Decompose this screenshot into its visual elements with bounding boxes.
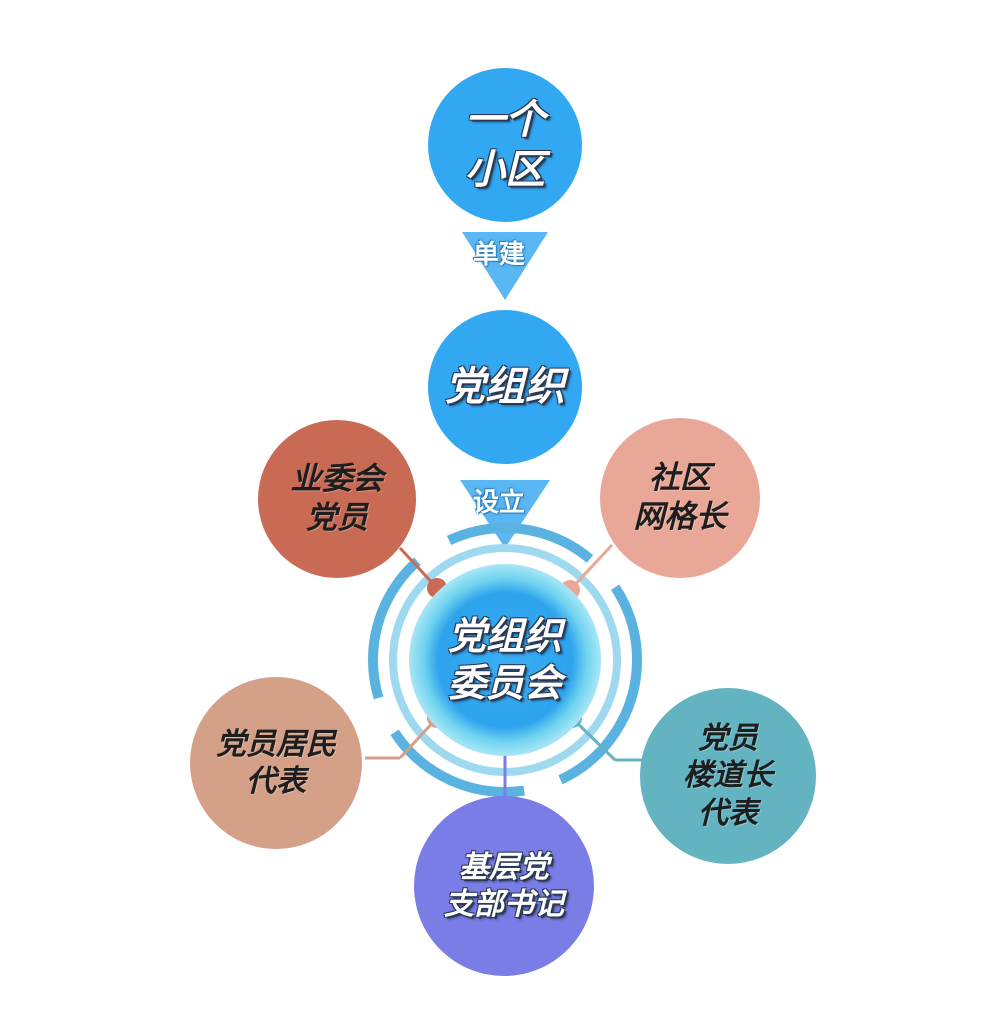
node-owners-committee-member: 业委会 党员 xyxy=(258,420,416,578)
node-resident-rep-line2: 代表 xyxy=(246,764,306,799)
node-branch-secretary-line2: 支部书记 xyxy=(444,887,564,922)
node-building-leader-line1: 党员 xyxy=(698,720,758,756)
node-building-leader-line2: 楼道长 xyxy=(683,758,773,794)
node-party-committee-line2: 委员会 xyxy=(447,661,562,705)
node-resident-representative: 党员居民 代表 xyxy=(190,677,362,849)
center-disc xyxy=(409,564,601,756)
node-branch-secretary: 基层党 支部书记 xyxy=(414,796,594,976)
node-grid-leader-line1: 社区 xyxy=(649,460,711,497)
node-grid-leader-line2: 网格长 xyxy=(633,499,727,535)
node-branch-secretary-line1: 基层党 xyxy=(459,849,549,885)
node-party-committee: 党组织 委员会 xyxy=(409,564,601,756)
node-owners-committee-line1: 业委会 xyxy=(290,461,384,498)
node-party-organization: 党组织 xyxy=(428,310,582,464)
node-party-committee-line1: 党组织 xyxy=(447,613,562,658)
node-resident-rep-line1: 党员居民 xyxy=(216,726,336,762)
node-building-leader-representative: 党员 楼道长 代表 xyxy=(640,688,816,864)
node-owners-committee-line2: 党员 xyxy=(306,500,368,536)
node-one-community-line2: 小区 xyxy=(465,147,545,193)
arrow-label-build: 单建 xyxy=(473,240,526,270)
node-grid-leader: 社区 网格长 xyxy=(600,418,760,578)
node-one-community: 一个 小区 xyxy=(428,68,582,222)
node-one-community-line1: 一个 xyxy=(465,97,545,143)
node-building-leader-line3: 代表 xyxy=(698,795,758,831)
arrow-down-2 xyxy=(460,480,550,548)
arrow-label-establish: 设立 xyxy=(473,488,526,518)
arrow-down-1 xyxy=(462,232,548,300)
node-party-organization-line1: 党组织 xyxy=(445,364,565,410)
